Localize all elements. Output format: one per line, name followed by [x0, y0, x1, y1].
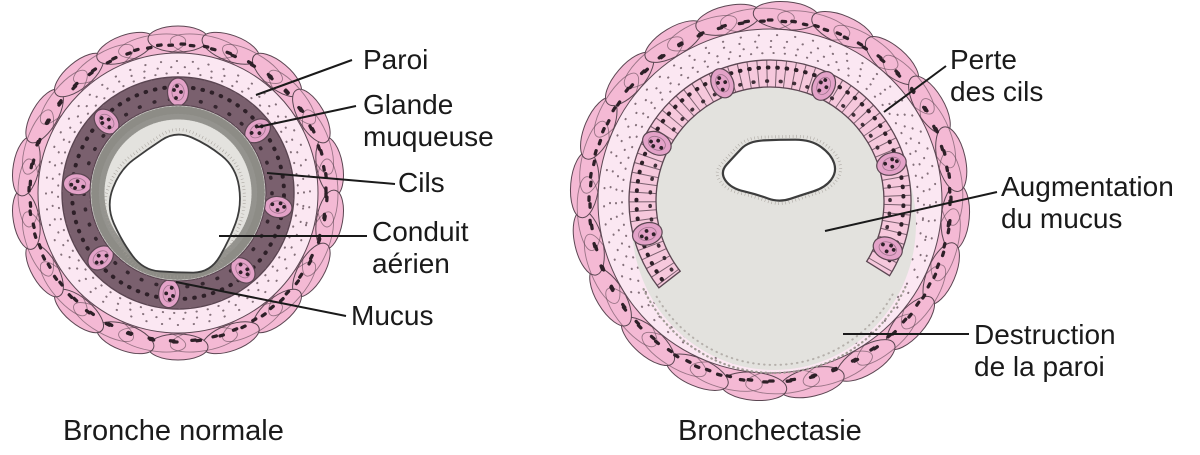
caption-bronchectasie: Bronchectasie: [678, 415, 862, 447]
leader-line-mucus: [175, 281, 347, 317]
leader-line-augmentation-du-mucus: [824, 191, 998, 232]
leader-lines: [175, 59, 998, 335]
label-conduit-aerien: Conduit aérien: [372, 216, 469, 279]
normal-bronchus-illustration: [12, 25, 344, 361]
leader-line-perte-des-cils: [883, 65, 947, 113]
label-augmentation-du-mucus: Augmentation du mucus: [1001, 171, 1174, 234]
label-cils: Cils: [398, 167, 445, 198]
leader-line-paroi: [255, 59, 353, 96]
label-destruction-de-la-paroi: Destruction de la paroi: [974, 319, 1116, 382]
label-paroi: Paroi: [363, 44, 429, 75]
label-perte-des-cils: Perte des cils: [950, 44, 1044, 107]
bronchiectasis-illustration: [569, 0, 971, 402]
label-mucus: Mucus: [351, 300, 434, 331]
caption-bronche-normale: Bronche normale: [63, 415, 284, 447]
leader-line-glande-muqueuse: [257, 105, 357, 128]
label-glande-muqueuse: Glande muqueuse: [363, 89, 494, 152]
leader-line-cils: [266, 172, 396, 185]
